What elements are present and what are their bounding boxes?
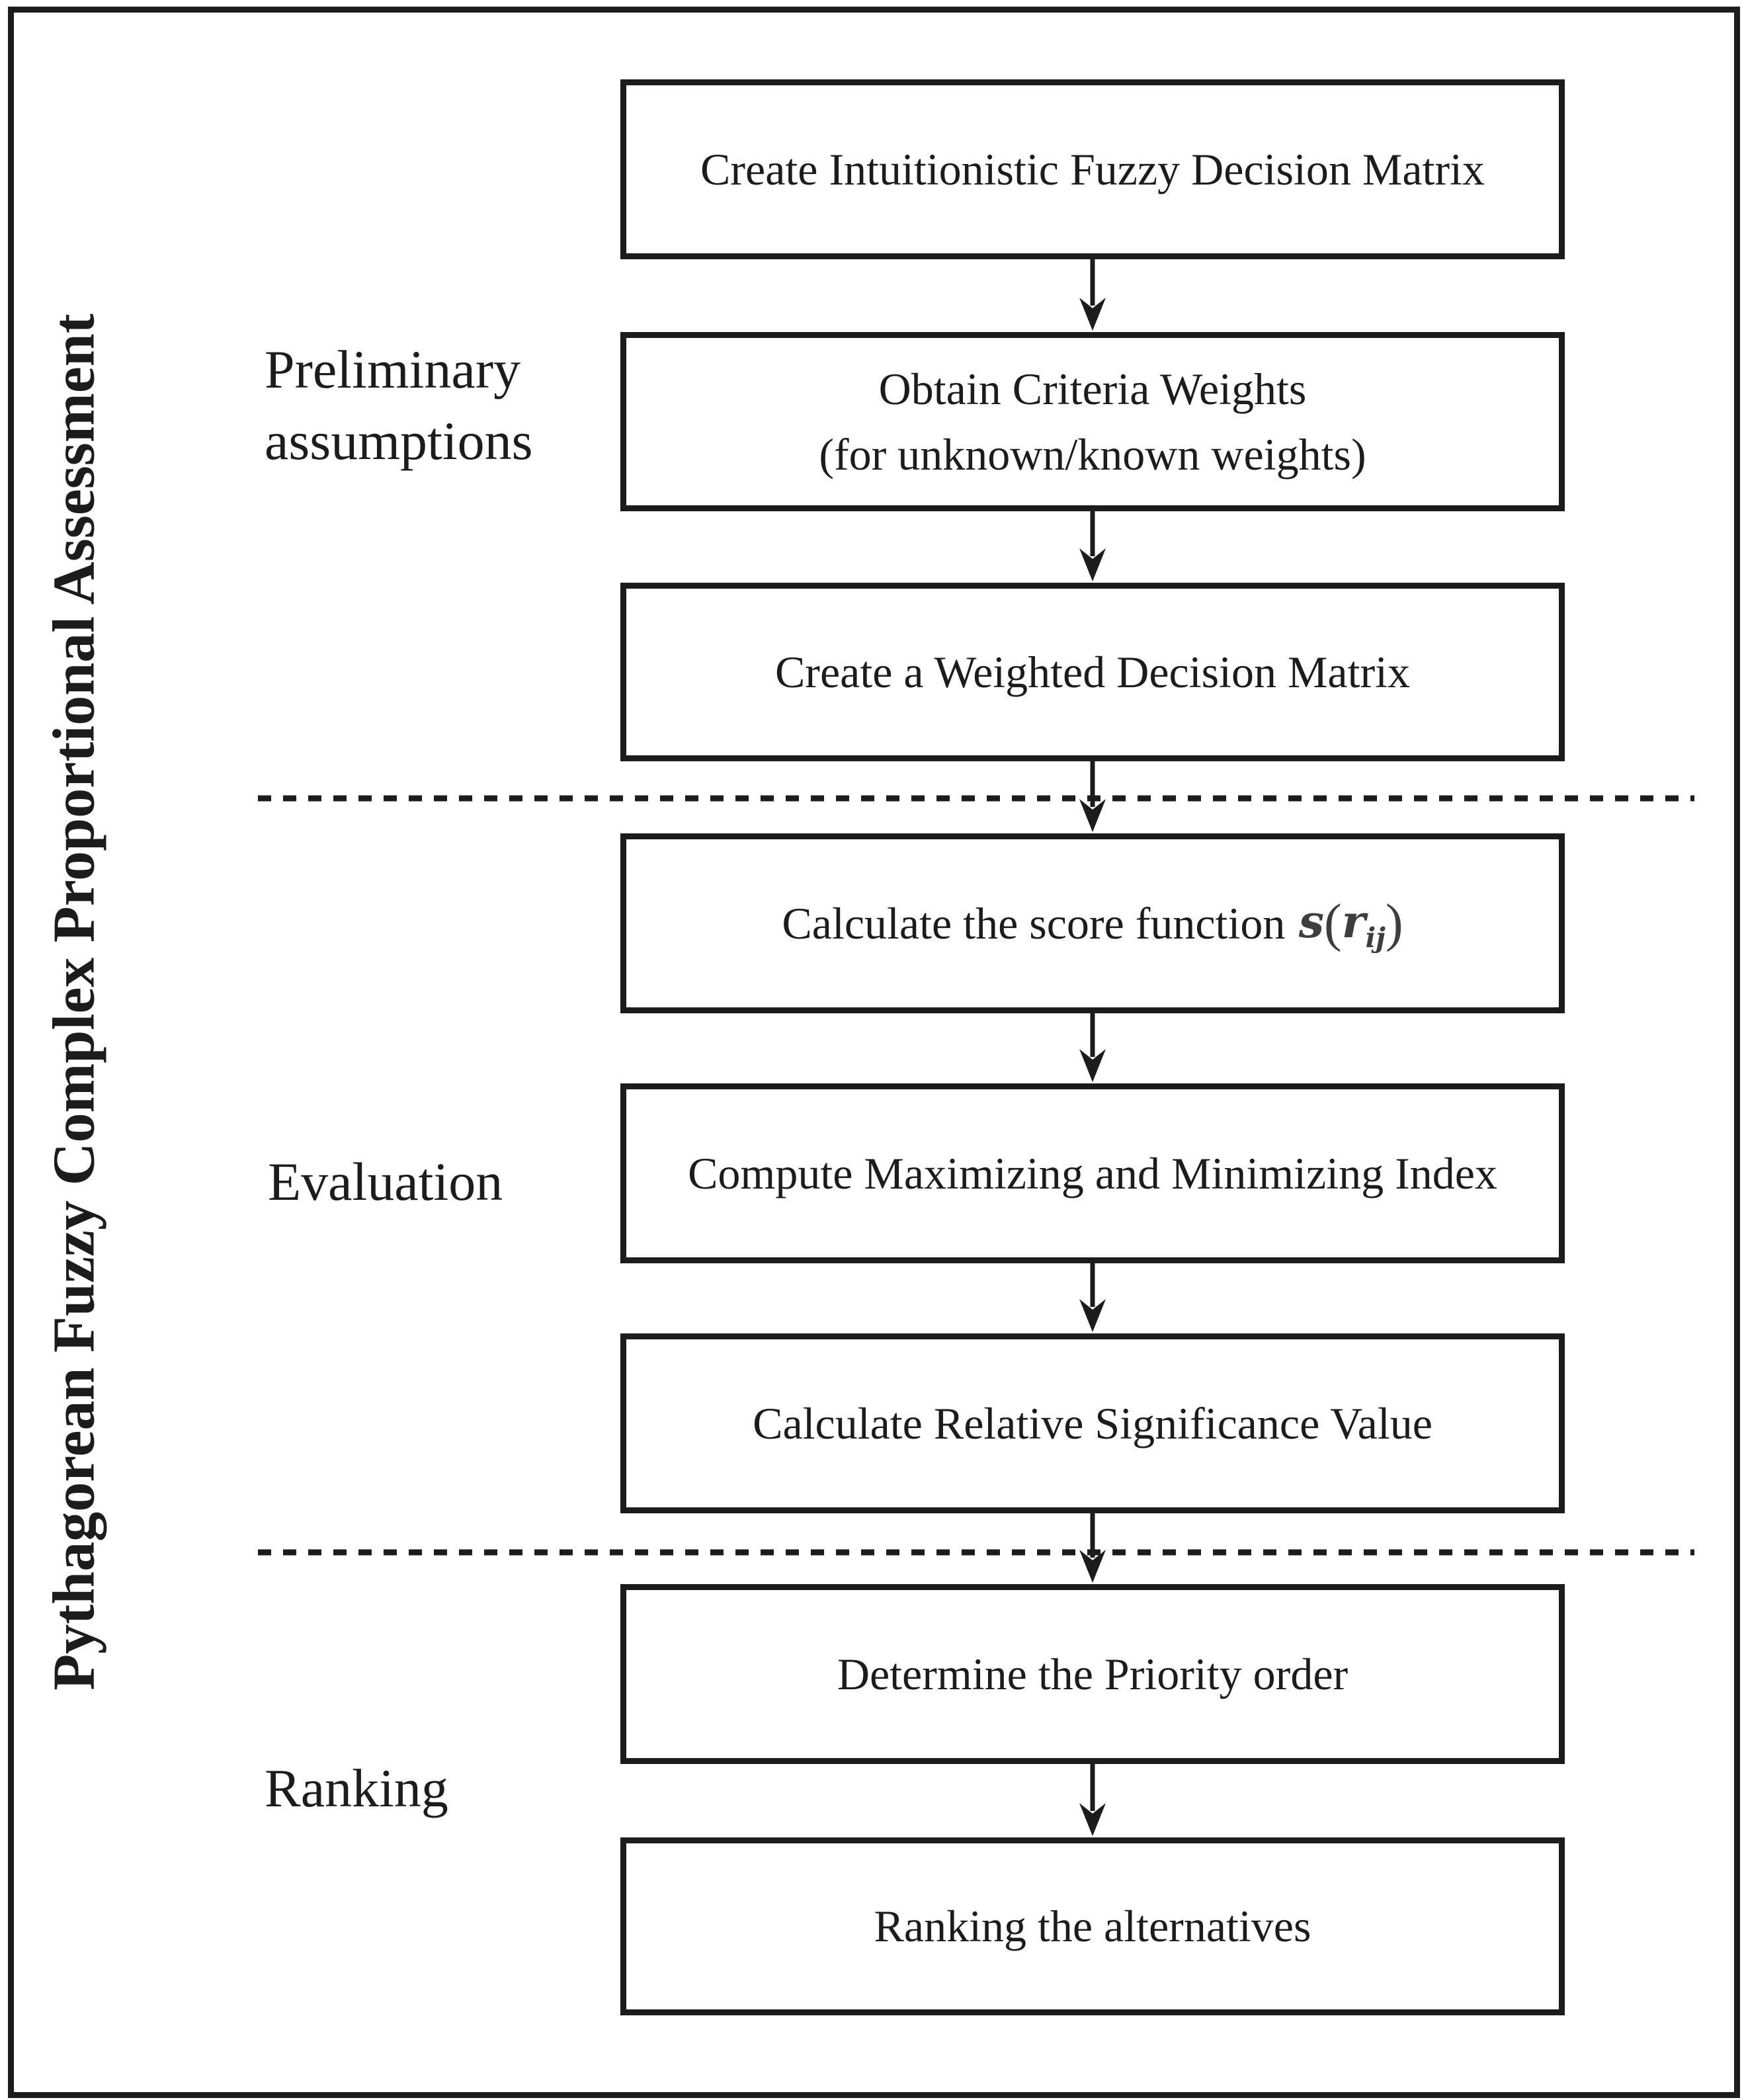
phase-label-evaluation: Evaluation	[268, 1152, 503, 1212]
phase-label-ranking: Ranking	[265, 1758, 448, 1818]
flow-box-label: Calculate Relative Significance Value	[753, 1398, 1433, 1449]
flow-box-create-weighted-decision-matrix: Create a Weighted Decision Matrix	[620, 583, 1565, 761]
flow-box-create-intuitionistic-fuzzy-decision-matrix: Create Intuitionistic Fuzzy Decision Mat…	[620, 79, 1565, 259]
flow-box-determine-priority-order: Determine the Priority order	[620, 1584, 1565, 1764]
figure-vertical-title: Pythagorean Fuzzy Complex Proportional A…	[41, 314, 107, 1691]
flow-box-label: Create a Weighted Decision Matrix	[774, 646, 1411, 697]
flow-box-ranking-the-alternatives: Ranking the alternatives	[620, 1837, 1565, 2015]
flow-box-compute-maximizing-minimizing-index: Compute Maximizing and Minimizing Index	[620, 1083, 1565, 1263]
score-function-formula: s(rij)	[1298, 893, 1403, 954]
flow-box-label: Calculate the score function	[782, 898, 1286, 948]
flow-box-label: Ranking the alternatives	[874, 1901, 1311, 1952]
flow-box-label: Create Intuitionistic Fuzzy Decision Mat…	[700, 144, 1485, 194]
flow-box-obtain-criteria-weights: Obtain Criteria Weights (for unknown/kno…	[620, 332, 1565, 511]
flow-box-calculate-relative-significance-value: Calculate Relative Significance Value	[620, 1333, 1565, 1513]
flow-box-label: Determine the Priority order	[837, 1648, 1349, 1699]
flow-box-label: Compute Maximizing and Minimizing Index	[688, 1148, 1497, 1198]
flow-box-label: Obtain Criteria Weights (for unknown/kno…	[819, 363, 1366, 480]
phase-label-preliminary-assumptions: Preliminary assumptions	[265, 339, 533, 472]
